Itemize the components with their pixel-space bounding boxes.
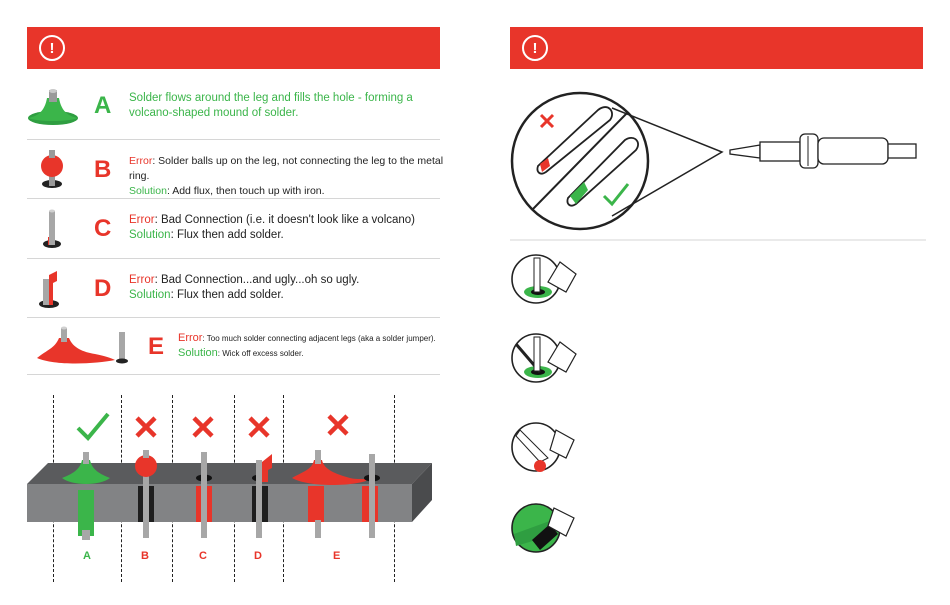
row-letter-a: A <box>94 92 112 119</box>
error-label: Error <box>129 274 155 286</box>
row-letter-d: D <box>94 275 112 302</box>
cross-icon <box>135 416 157 438</box>
error-text: : Too much solder connecting adjacent le… <box>202 334 436 343</box>
joint-row-b: B Error: Solder balls up on the leg, not… <box>27 140 443 199</box>
step-3-bad-tip-icon <box>511 422 575 472</box>
cross-icon <box>539 113 555 129</box>
error-label: Error <box>129 214 155 226</box>
solution-text: : Wick off excess solder. <box>217 349 304 358</box>
row-b-description: Error: Solder balls up on the leg, not c… <box>129 154 449 199</box>
row-a-description: Solder flows around the leg and fills th… <box>129 92 413 119</box>
step-4-clean-tip-icon <box>511 503 575 553</box>
row-letter-c: C <box>94 215 112 242</box>
right-warning-banner: ! <box>510 27 923 69</box>
joint-row-c: C Error: Bad Connection (i.e. it doesn't… <box>27 199 440 259</box>
solution-text: : Flux then add solder. <box>170 289 284 301</box>
row-c-description: Error: Bad Connection (i.e. it doesn't l… <box>129 213 449 243</box>
solder-jumper-joint-icon <box>37 326 128 364</box>
board-label-c: C <box>199 550 207 562</box>
step-2-add-solder-icon <box>511 333 577 383</box>
cross-icon <box>327 414 349 436</box>
board-label-e: E <box>333 550 341 562</box>
error-label: Error <box>129 155 153 167</box>
joint-row-a: A Solder flows around the leg and fills … <box>27 80 440 140</box>
solution-text: : Flux then add solder. <box>170 229 284 241</box>
error-text: : Bad Connection (i.e. it doesn't look l… <box>154 214 416 226</box>
board-label-b: B <box>141 550 149 562</box>
checkmark-icon <box>602 183 630 207</box>
exclamation-circle-icon: ! <box>522 35 548 61</box>
row-e-description: Error: Too much solder connecting adjace… <box>178 331 438 361</box>
row-letter-b: B <box>94 156 112 183</box>
solution-label: Solution <box>178 347 218 359</box>
joint-row-e: E Error: Too much solder connecting adja… <box>27 318 440 375</box>
solution-label: Solution <box>129 289 171 301</box>
error-text: : Bad Connection...and ugly...oh so ugly… <box>154 274 360 286</box>
checkmark-icon <box>76 412 110 441</box>
solder-ball-joint-icon <box>41 150 63 188</box>
solution-label: Solution <box>129 185 167 197</box>
bad-connection-joint-icon <box>43 209 61 248</box>
board-label-a: A <box>83 550 91 562</box>
solution-text: : Add flux, then touch up with iron. <box>166 185 325 197</box>
good-solder-joint-icon <box>28 89 78 125</box>
step-1-heat-pad-icon <box>511 254 577 304</box>
ugly-joint-icon <box>39 271 59 308</box>
error-text: : Solder balls up on the leg, not connec… <box>129 155 444 182</box>
cross-icon <box>248 416 270 438</box>
joint-row-d: D Error: Bad Connection...and ugly...oh … <box>27 259 440 318</box>
cross-icon <box>192 416 214 438</box>
solution-label: Solution <box>129 229 171 241</box>
board-label-d: D <box>254 550 262 562</box>
row-letter-e: E <box>148 333 165 360</box>
exclamation-circle-icon: ! <box>39 35 65 61</box>
row-d-description: Error: Bad Connection...and ugly...oh so… <box>129 273 449 303</box>
left-warning-banner: ! <box>27 27 440 69</box>
error-label: Error <box>178 332 203 344</box>
